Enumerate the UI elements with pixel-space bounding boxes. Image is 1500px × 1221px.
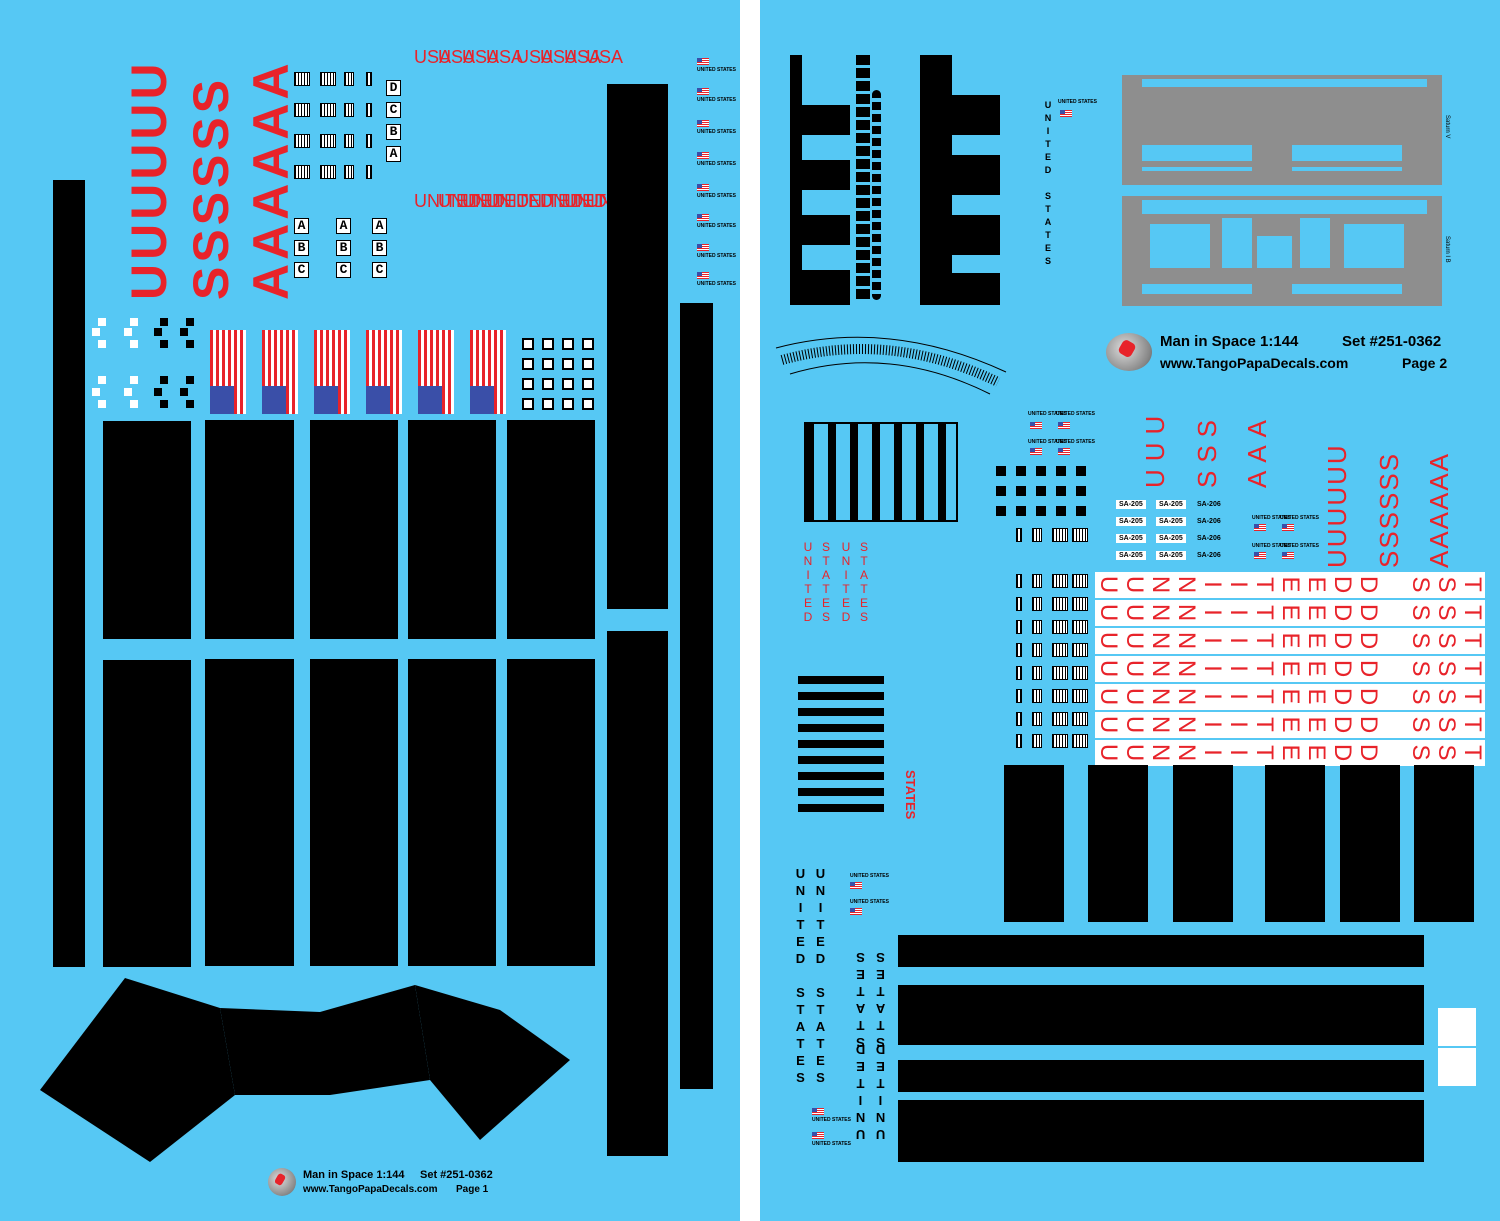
saturn-v-panel xyxy=(1122,75,1442,185)
saturn-v-label: Saturn V xyxy=(1444,115,1450,139)
decal-sheet-page-1: UUUUUU SSSSSS AAAAAA A B C A B C A B C D… xyxy=(0,0,740,1221)
us-flag-icon xyxy=(210,330,246,414)
footer-set: Set #251-0362 xyxy=(420,1169,493,1181)
white-square xyxy=(1438,1048,1476,1086)
us-flag-icon xyxy=(366,330,402,414)
ladder-rack-top xyxy=(804,422,958,522)
footer-url: www.TangoPapaDecals.com xyxy=(303,1184,438,1195)
footer-title: Man in Space 1:144 xyxy=(1160,333,1299,350)
saturn-ib-panel xyxy=(1122,196,1442,306)
dial-scale-arc xyxy=(775,336,1007,395)
us-flag-icon xyxy=(470,330,506,414)
united-states-vertical: UNITED STATES xyxy=(1043,100,1053,269)
us-flag-icon xyxy=(262,330,298,414)
tango-papa-logo-icon xyxy=(1106,333,1152,371)
mini-label: UNITED STATES xyxy=(1058,99,1097,105)
black-comb-shapes xyxy=(790,55,1000,305)
decal-sheet-page-2: UNITED STATES UNITED STATES Saturn V Sat… xyxy=(760,0,1500,1221)
black-strip-right-3 xyxy=(680,303,713,1089)
footer-title: Man in Space 1:144 xyxy=(303,1169,405,1181)
black-arc-segments xyxy=(40,978,570,1162)
footer-set: Set #251-0362 xyxy=(1342,333,1442,350)
footer-page: Page 1 xyxy=(456,1184,489,1195)
black-strip-left xyxy=(53,180,85,967)
red-aaa: AAA xyxy=(1242,411,1272,488)
black-strip-right-2 xyxy=(607,631,668,1156)
us-flag-icon xyxy=(1060,110,1072,117)
ladder-rack-bottom xyxy=(798,676,884,820)
footer-url: www.TangoPapaDecals.com xyxy=(1160,355,1349,371)
us-flag-icon xyxy=(418,330,454,414)
footer-page: Page 2 xyxy=(1402,355,1448,371)
saturn-ib-label: Saturn I B xyxy=(1444,236,1450,263)
white-square xyxy=(1438,1008,1476,1046)
us-flag-icon xyxy=(314,330,350,414)
tango-papa-logo-icon xyxy=(268,1168,296,1196)
black-strip-right-1 xyxy=(607,84,668,609)
